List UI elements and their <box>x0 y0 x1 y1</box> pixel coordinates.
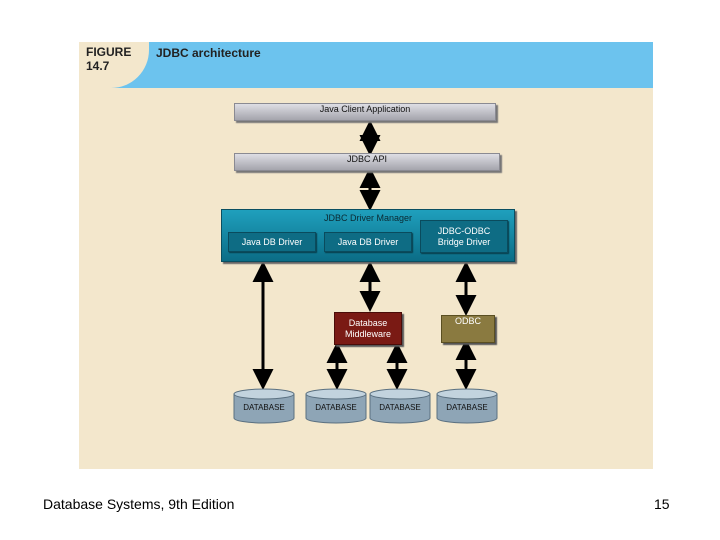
database-label: DATABASE <box>446 403 488 412</box>
database-cylinder <box>233 388 295 424</box>
footer-book-title: Database Systems, 9th Edition <box>43 496 235 512</box>
database-middleware-box: Database Middleware <box>334 312 402 345</box>
java-client-application-box: Java Client Application <box>234 103 496 121</box>
database-label: DATABASE <box>379 403 421 412</box>
figure-title: JDBC architecture <box>156 46 261 60</box>
database-label: DATABASE <box>315 403 357 412</box>
connector-layer <box>233 120 498 424</box>
driver-manager-label: JDBC Driver Manager <box>323 213 413 223</box>
figure-label: FIGURE 14.7 <box>86 45 132 73</box>
database-cylinder <box>436 388 498 424</box>
jdbc-driver-manager-box: JDBC Driver Manager Java DB Driver Java … <box>221 209 515 262</box>
java-db-driver-box: Java DB Driver <box>324 232 412 252</box>
jdbc-architecture-figure: FIGURE 14.7 JDBC architecture <box>79 42 653 469</box>
jdbc-api-box: JDBC API <box>234 153 500 171</box>
database-cylinder <box>369 388 431 424</box>
middleware-label: Database Middleware <box>344 317 392 339</box>
odbc-box: ODBC <box>441 315 495 343</box>
java-db-driver-box: Java DB Driver <box>228 232 316 252</box>
database-cylinder <box>305 388 367 424</box>
database-label: DATABASE <box>243 403 285 412</box>
footer-page-number: 15 <box>654 496 670 512</box>
bridge-driver-label: JDBC-ODBC Bridge Driver <box>437 225 491 247</box>
figure-header-band <box>79 42 653 88</box>
jdbc-odbc-bridge-driver-box: JDBC-ODBC Bridge Driver <box>420 220 508 253</box>
